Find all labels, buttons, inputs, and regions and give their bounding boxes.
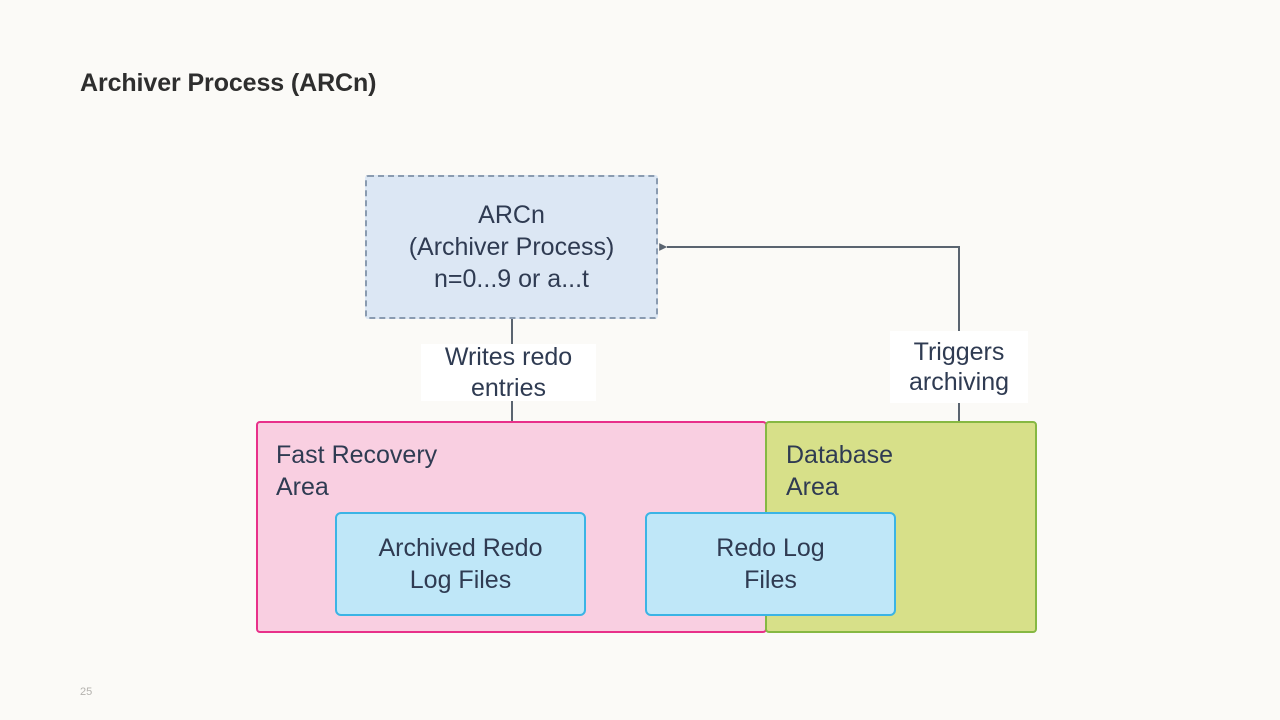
redo-log-files-label: Redo Log Files: [716, 534, 825, 594]
fast-recovery-area-label: Fast Recovery Area: [276, 441, 438, 501]
archived-redo-log-files-box[interactable]: Archived Redo Log Files: [335, 512, 586, 616]
writes-redo-entries-label: Writes redo entries: [421, 343, 596, 402]
page-title: Archiver Process (ARCn): [80, 69, 377, 97]
arcn-process-box[interactable]: ARCn (Archiver Process) n=0...9 or a...t: [365, 175, 658, 319]
triggers-archiving-label: Triggers archiving: [890, 331, 1028, 403]
database-area-label: Database Area: [786, 441, 894, 501]
archived-redo-log-files-label: Archived Redo Log Files: [378, 534, 543, 594]
redo-log-files-box[interactable]: Redo Log Files: [645, 512, 896, 616]
arcn-process-label: ARCn (Archiver Process) n=0...9 or a...t: [408, 201, 615, 293]
page-number: 25: [80, 686, 93, 698]
